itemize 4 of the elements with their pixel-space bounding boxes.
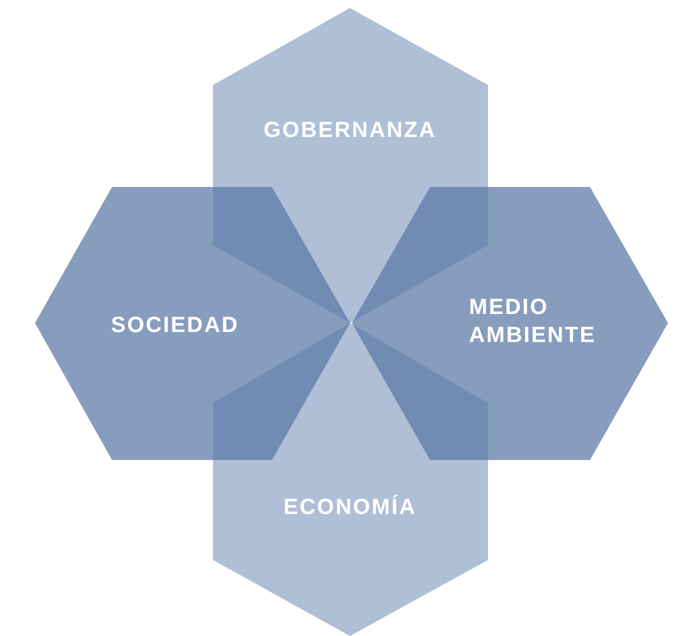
segment-label: MEDIO AMBIENTE — [469, 293, 597, 348]
segment-label: GOBERNANZA — [262, 116, 438, 144]
segment-label: ECONOMÍA — [282, 493, 418, 520]
segment-label: SOCIEDAD — [110, 311, 240, 338]
